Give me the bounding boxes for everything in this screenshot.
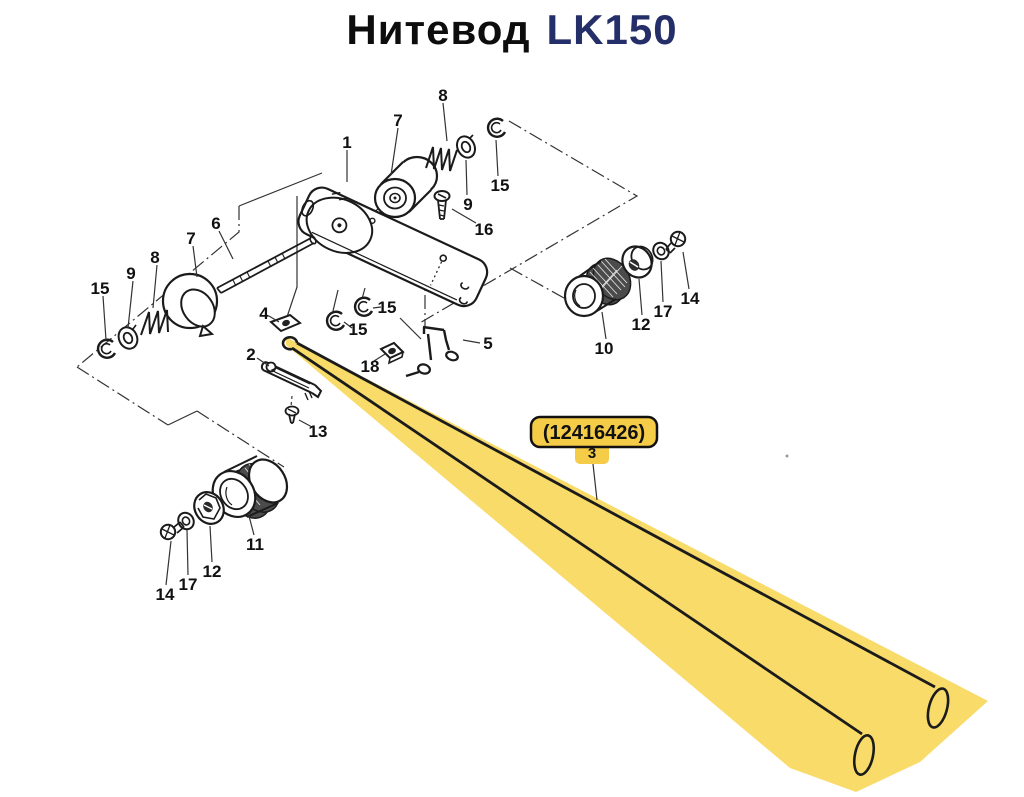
part-label-6: 6 xyxy=(211,214,220,233)
part-label-1: 1 xyxy=(342,133,351,152)
part-9-washer-left xyxy=(117,324,139,350)
part-15-circlip-mid-a xyxy=(325,310,346,331)
part-label-14: 14 xyxy=(681,289,700,308)
title-model: LK150 xyxy=(546,6,678,53)
part-label-17: 17 xyxy=(179,575,198,594)
part-label-8: 8 xyxy=(150,248,159,267)
part-label-5: 5 xyxy=(483,334,492,353)
part-label-16: 16 xyxy=(475,220,494,239)
part-2-bracket xyxy=(260,361,323,401)
part-18-nut xyxy=(379,341,405,365)
part-label-9: 9 xyxy=(126,264,135,283)
page-title: Нитевод LK150 xyxy=(0,6,1024,54)
part-9-washer-top xyxy=(456,134,476,159)
part-14-screw-bottom xyxy=(159,521,185,541)
part-14-screw-right xyxy=(665,230,687,254)
part-8-spring-top xyxy=(425,146,458,172)
part-label-17: 17 xyxy=(654,302,673,321)
part-15-circlip-top xyxy=(486,117,507,138)
part-label-11: 11 xyxy=(246,535,264,554)
part-3-yarn-guide-wire[interactable] xyxy=(281,335,952,776)
part-15-circlip-mid-b xyxy=(353,296,374,317)
stray-speck xyxy=(785,454,789,458)
part-12-cap-right xyxy=(621,245,654,279)
part-label-7: 7 xyxy=(393,111,402,130)
part-17-washer-bottom xyxy=(177,511,195,531)
part-label-12: 12 xyxy=(203,562,222,581)
part-label-8: 8 xyxy=(438,86,447,105)
part-label-14: 14 xyxy=(156,585,175,604)
highlight-wedge-part-3[interactable] xyxy=(286,337,988,792)
part-labels: 8711591667891542151518513101217141112171… xyxy=(91,86,700,604)
part-5-wire-spring xyxy=(405,325,459,378)
part-6-shaft xyxy=(216,235,317,294)
part-number-callout[interactable]: (12416426) 3 xyxy=(529,415,659,501)
callout-part-number: (12416426) xyxy=(543,422,645,444)
part-label-10: 10 xyxy=(595,339,614,358)
part-7-cup-left xyxy=(161,272,219,338)
part-7-roller-top xyxy=(373,155,439,219)
part-label-15: 15 xyxy=(491,176,510,195)
part-label-4: 4 xyxy=(259,304,269,323)
part-11-knurled-knob xyxy=(211,455,289,519)
part-17-washer-right xyxy=(652,241,670,261)
part-label-18: 18 xyxy=(361,357,380,376)
part-label-12: 12 xyxy=(632,315,651,334)
label-leader-lines xyxy=(102,102,690,586)
part-10-knurled-knob xyxy=(563,257,632,318)
part-label-9: 9 xyxy=(463,195,472,214)
part-16-screw xyxy=(433,190,451,220)
part-label-15: 15 xyxy=(91,279,110,298)
part-label-15: 15 xyxy=(349,320,368,339)
title-part-name: Нитевод xyxy=(346,6,531,53)
part-1-main-body xyxy=(297,186,489,308)
callout-box xyxy=(529,415,659,449)
callout-part-ref: 3 xyxy=(588,445,596,462)
part-4-plate xyxy=(269,313,302,333)
part-15-circlip-left xyxy=(96,338,117,359)
part-label-15: 15 xyxy=(378,298,397,317)
part-13-screw xyxy=(284,405,300,424)
part-label-13: 13 xyxy=(309,422,328,441)
part-12-cap-bottom xyxy=(193,491,225,525)
part-8-spring-left xyxy=(140,309,169,336)
part-label-2: 2 xyxy=(246,345,255,364)
part-label-7: 7 xyxy=(186,229,195,248)
